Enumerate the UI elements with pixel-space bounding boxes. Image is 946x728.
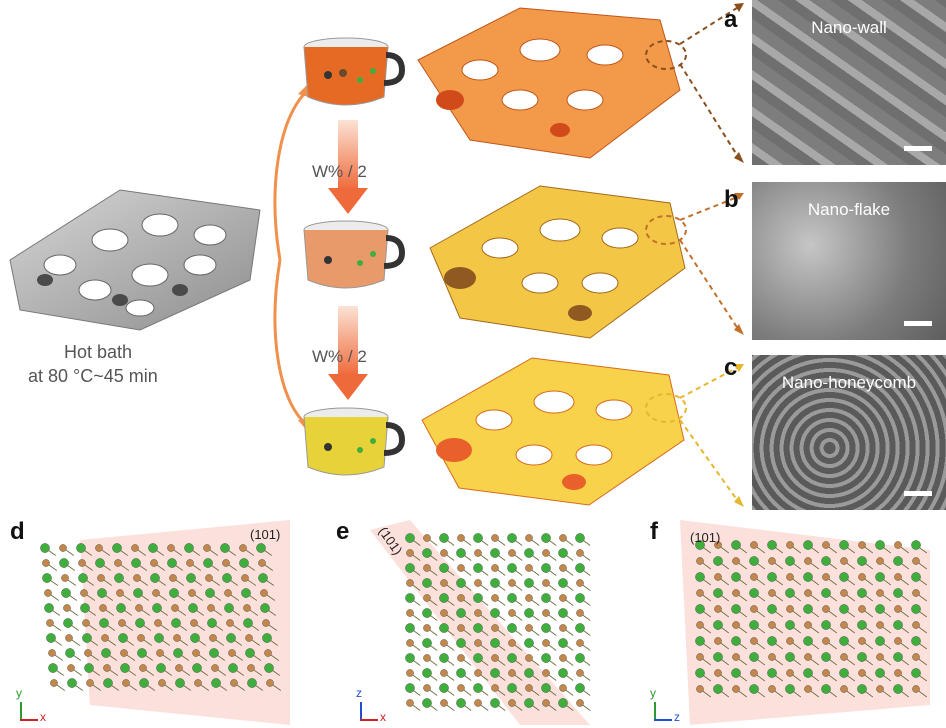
crystal-structure-d (40, 520, 290, 725)
beaker-middle (303, 220, 406, 289)
gyroid-mixed (421, 357, 685, 506)
axis-indicator-e: z x (354, 686, 404, 726)
dilution-label-2: W% / 2 (312, 347, 367, 366)
panel-label-b: b (724, 186, 739, 213)
panel-label-a: a (724, 6, 738, 33)
crystal-structure-f (680, 520, 930, 725)
axis-indicator-f: y z (648, 686, 698, 726)
scale-bar (904, 491, 932, 496)
dilution-arrow-1 (328, 120, 368, 214)
dilution-label-1: W% / 2 (312, 162, 367, 181)
sem-title-a: Nano-wall (811, 18, 887, 37)
axis-label-d-y: y (16, 686, 22, 700)
scale-bar (904, 146, 932, 151)
panel-label-c: c (724, 354, 738, 381)
axis-label-e-z: z (356, 686, 362, 700)
panel-label-f: f (650, 518, 658, 545)
plane-label-f: (101) (690, 530, 721, 545)
sem-title-b: Nano-flake (807, 200, 891, 219)
gyroid-orange (417, 7, 681, 159)
caption-line1: Hot bath (64, 342, 133, 362)
axis-label-e-x: x (380, 710, 386, 724)
axis-label-f-z: z (674, 710, 680, 724)
gyroid-yellow (429, 185, 686, 339)
sem-title-c: Nano-honeycomb (781, 373, 917, 392)
panel-label-d: d (10, 518, 25, 545)
dilution-arrow-2 (328, 306, 368, 400)
sem-image-nano-flake: Nano-flake (752, 182, 946, 340)
beaker-top (303, 37, 406, 106)
caption-line2: at 80 °C~45 min (28, 366, 158, 386)
sem-image-nano-wall: Nano-wall (752, 0, 946, 165)
panel-label-e: e (336, 518, 350, 545)
axis-indicator-d: y x (14, 686, 64, 726)
axis-label-d-x: x (40, 710, 46, 724)
crystal-structure-e (370, 520, 591, 725)
sem-image-nano-honeycomb: Nano-honeycomb (752, 355, 946, 510)
axis-label-f-y: y (650, 686, 656, 700)
plane-label-d: (101) (250, 527, 281, 542)
scale-bar (904, 321, 932, 326)
zoom-connectors (645, 3, 744, 507)
beaker-bottom (303, 407, 406, 476)
gyroid-grey (9, 189, 261, 331)
